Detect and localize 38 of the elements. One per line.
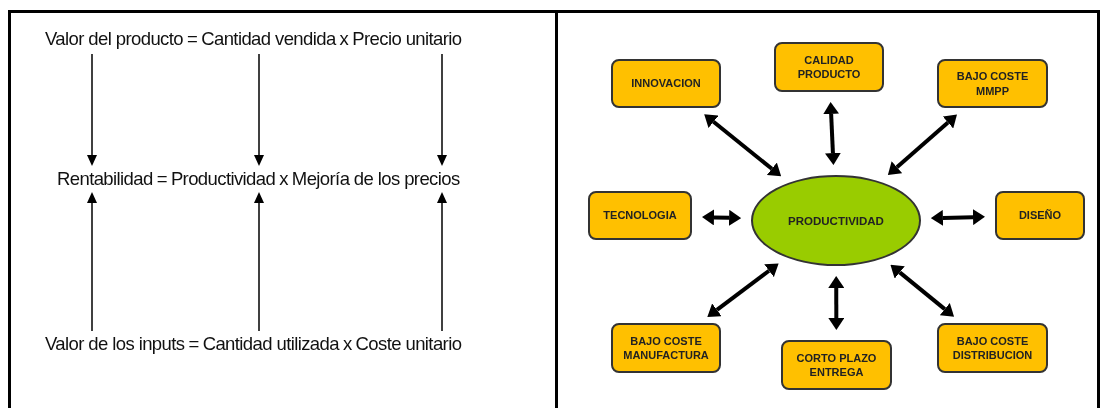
arrow [437, 53, 447, 166]
double-arrow [930, 209, 985, 226]
double-arrow [887, 114, 957, 176]
double-arrow [823, 102, 841, 165]
double-arrow [828, 276, 845, 330]
equals-sign: = [187, 28, 198, 50]
equation-term: Precio unitario [352, 28, 462, 50]
arrow [254, 53, 264, 166]
double-arrow [702, 209, 742, 226]
multiplication-sign: x [279, 168, 288, 190]
factor-box: CALIDAD PRODUCTO [774, 42, 884, 92]
arrow [437, 192, 447, 332]
double-arrow [707, 263, 779, 317]
equation-term: Mejoría de los precios [291, 168, 460, 190]
multiplication-sign: x [339, 28, 349, 50]
factor-box: TECNOLOGIA [588, 191, 692, 240]
double-arrow [704, 114, 782, 177]
equation-term: Productividad [170, 168, 276, 190]
factor-box: BAJO COSTE DISTRIBUCION [937, 323, 1048, 373]
equals-sign: = [156, 168, 167, 190]
arrow [87, 192, 97, 332]
equals-sign: = [188, 333, 199, 355]
arrow [87, 53, 97, 166]
equation-term: Coste unitario [355, 333, 462, 355]
factor-box: INNOVACION [611, 59, 721, 108]
equation-term: Cantidad utilizada [202, 333, 339, 355]
factor-box: BAJO COSTE MMPP [937, 59, 1048, 108]
equation-term: Valor del producto [45, 28, 183, 50]
equation-term: Cantidad vendida [201, 28, 336, 50]
productivity-ellipse: PRODUCTIVIDAD [751, 175, 921, 266]
factor-box: CORTO PLAZO ENTREGA [781, 340, 892, 390]
factor-box: DISEÑO [995, 191, 1085, 240]
arrow [254, 192, 264, 332]
equation-term: Valor de los inputs [45, 333, 185, 355]
double-arrow [890, 264, 955, 317]
multiplication-sign: x [342, 333, 352, 355]
equation-term: Rentabilidad [57, 168, 153, 190]
factor-box: BAJO COSTE MANUFACTURA [611, 323, 721, 373]
